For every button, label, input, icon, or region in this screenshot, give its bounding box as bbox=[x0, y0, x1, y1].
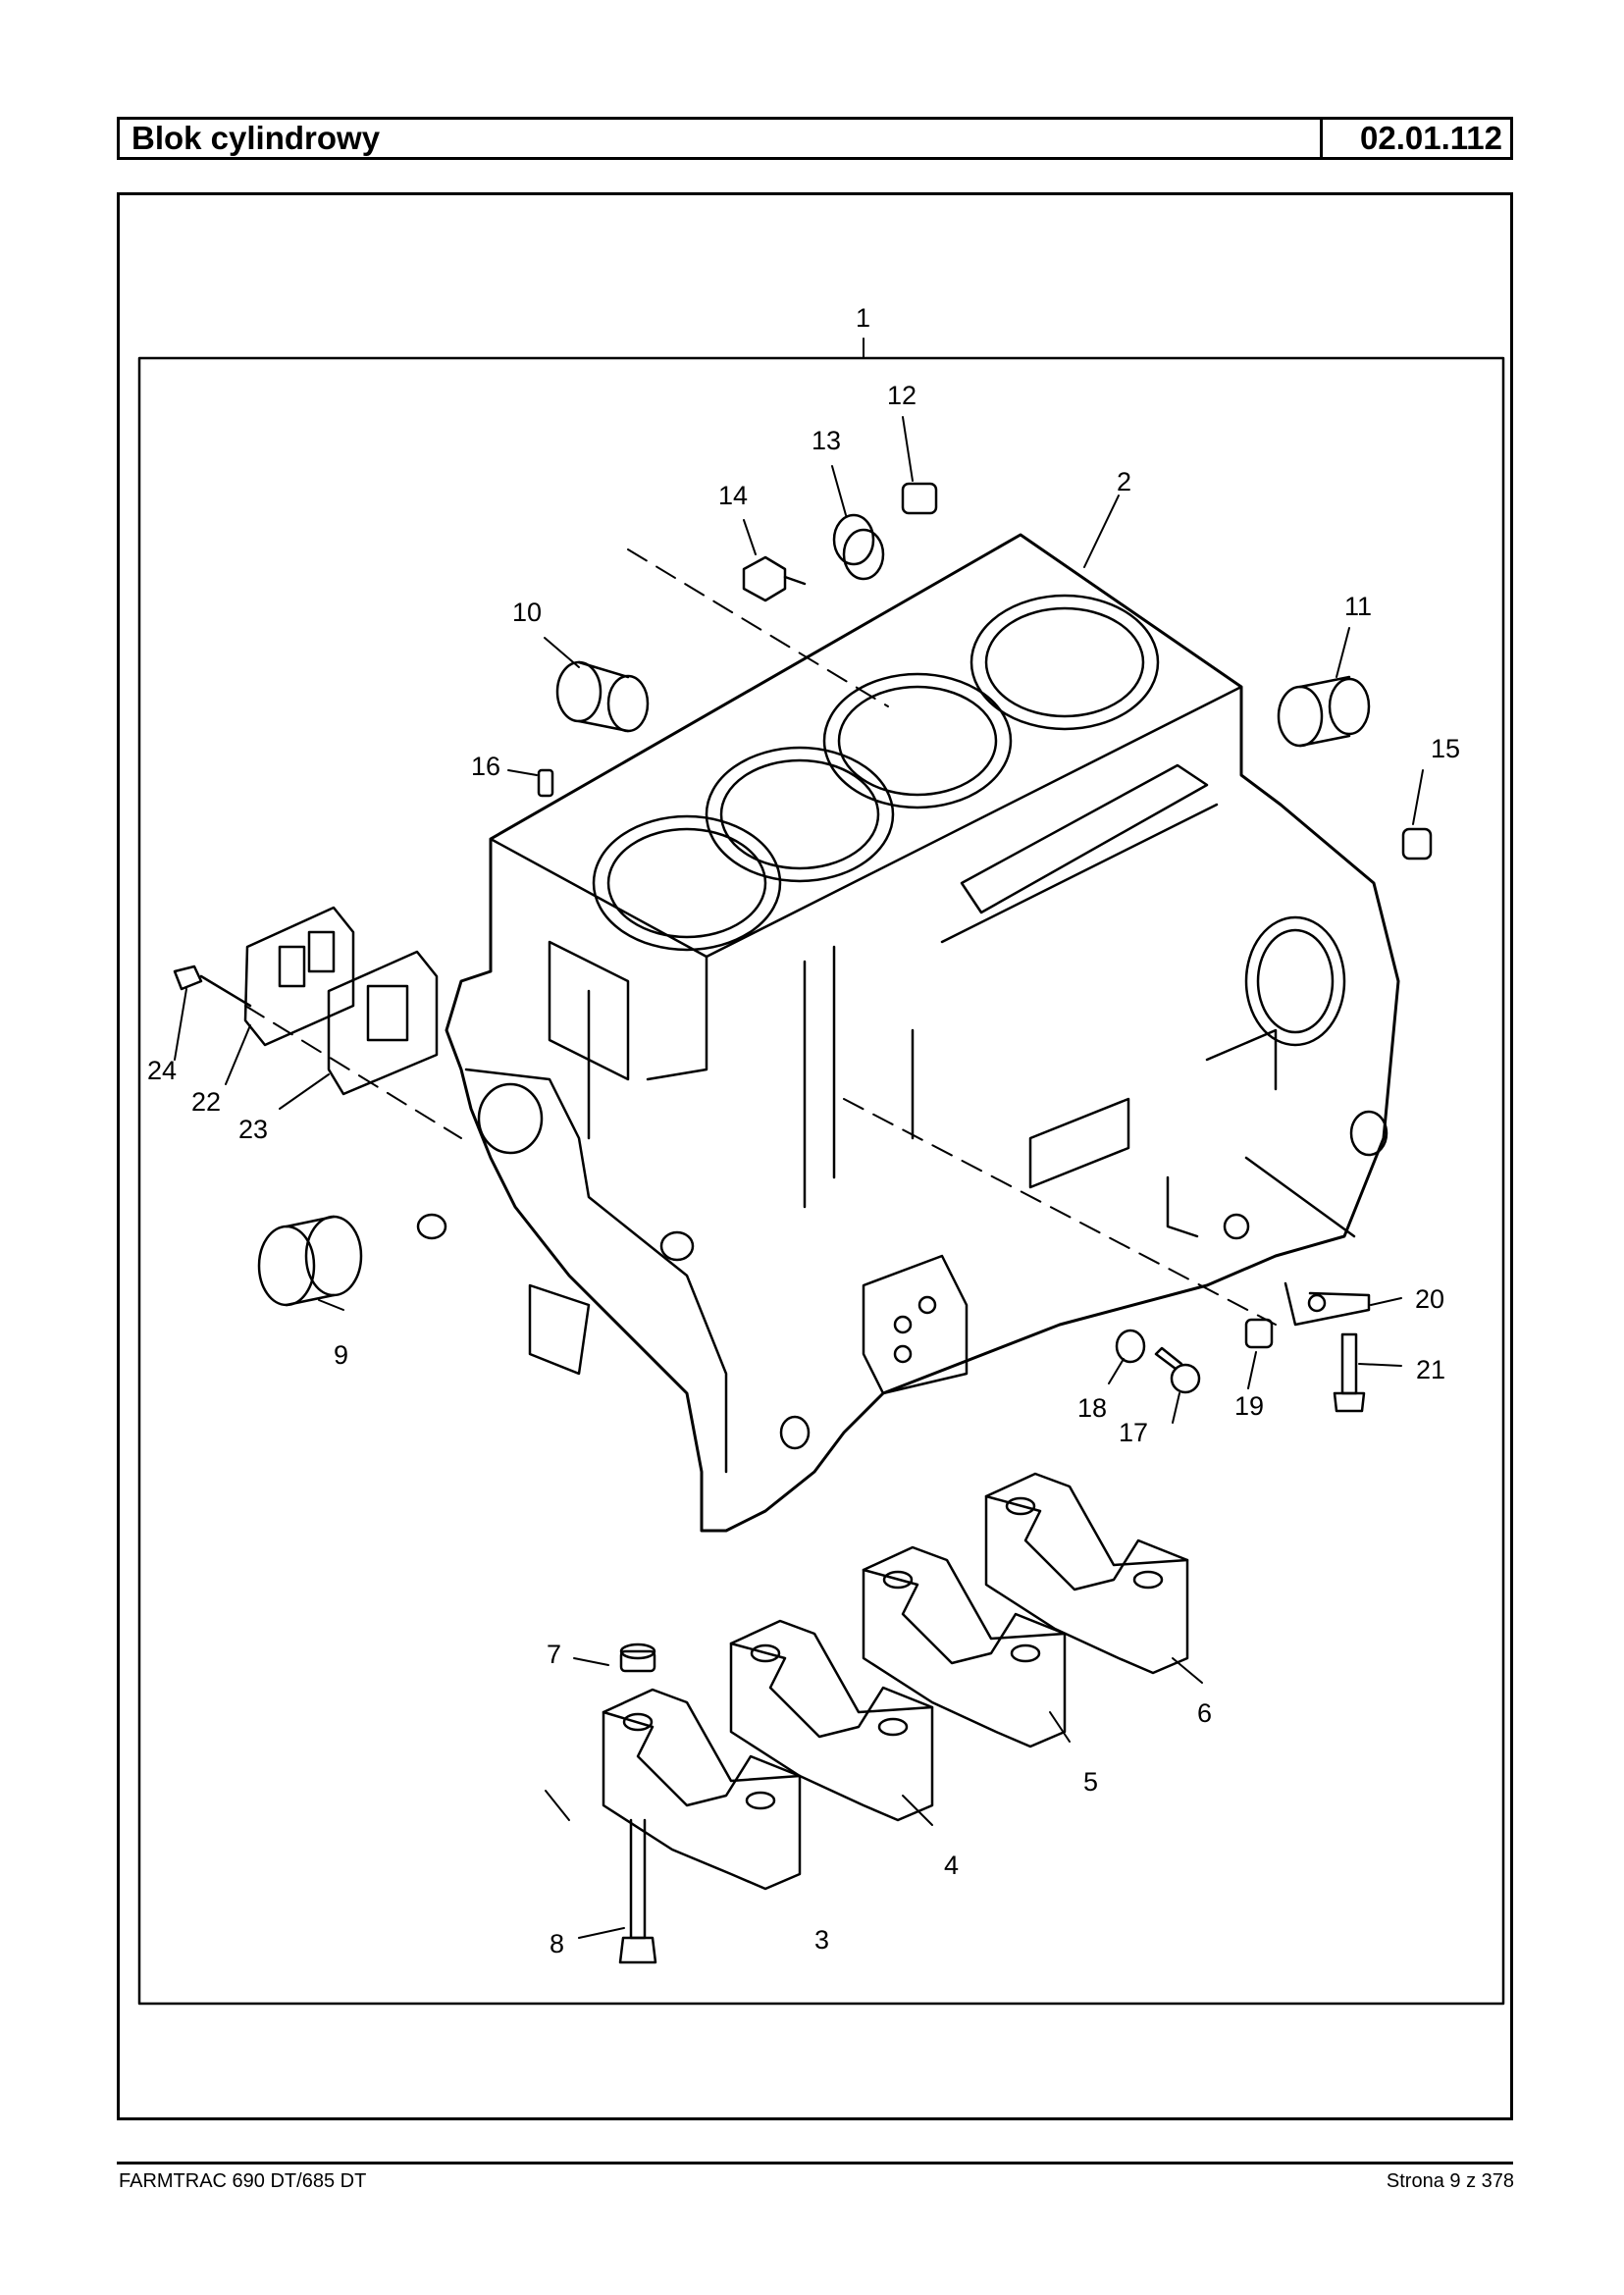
cover-23 bbox=[327, 950, 439, 1096]
footer-rule bbox=[117, 2162, 1513, 2165]
bearing-cap-6 bbox=[984, 1472, 1189, 1675]
callout-8: 8 bbox=[550, 1929, 564, 1958]
callout-4: 4 bbox=[944, 1851, 959, 1880]
bearing-cap-4 bbox=[729, 1619, 934, 1822]
plug-14 bbox=[742, 555, 807, 602]
bearing-cap-3 bbox=[602, 1688, 802, 1891]
callout-11: 11 bbox=[1344, 592, 1372, 621]
callout-3: 3 bbox=[814, 1925, 829, 1955]
callout-12: 12 bbox=[887, 381, 917, 410]
assembly-frame bbox=[137, 356, 1505, 2006]
bearing-cap-5 bbox=[862, 1545, 1067, 1748]
callout-20: 20 bbox=[1415, 1284, 1444, 1314]
callout-7: 7 bbox=[547, 1640, 561, 1669]
callout-numbers: 1 2 3 4 5 6 7 8 9 10 11 12 13 14 15 16 1… bbox=[147, 303, 1460, 1958]
callout-5: 5 bbox=[1083, 1767, 1098, 1797]
callout-9: 9 bbox=[334, 1340, 348, 1370]
pin-16 bbox=[537, 768, 554, 798]
bolt-24 bbox=[173, 965, 252, 1008]
page-title: Blok cylindrowy bbox=[131, 120, 381, 156]
bracket-20 bbox=[1283, 1281, 1371, 1327]
callout-14: 14 bbox=[718, 481, 748, 510]
callout-15: 15 bbox=[1431, 734, 1460, 763]
drawing-frame bbox=[117, 192, 1513, 2120]
callout-13: 13 bbox=[812, 426, 841, 455]
footer-page-number: Strona 9 z 378 bbox=[1386, 2170, 1514, 2192]
callout-10: 10 bbox=[512, 598, 542, 627]
plug-19 bbox=[1244, 1318, 1274, 1349]
callout-6: 6 bbox=[1197, 1698, 1212, 1728]
callout-1: 1 bbox=[856, 303, 870, 333]
bushing-9 bbox=[257, 1215, 363, 1307]
washer-18 bbox=[1115, 1329, 1146, 1364]
callout-18: 18 bbox=[1077, 1393, 1107, 1423]
plug-12 bbox=[901, 482, 938, 515]
plug-15 bbox=[1401, 827, 1433, 861]
bolt-8 bbox=[618, 1818, 657, 1964]
page-header: Blok cylindrowy 02.01.112 bbox=[117, 117, 1513, 160]
callout-19: 19 bbox=[1234, 1391, 1264, 1421]
plug-7 bbox=[619, 1643, 656, 1673]
plug-13 bbox=[832, 513, 885, 581]
callout-17: 17 bbox=[1119, 1418, 1148, 1447]
callout-24: 24 bbox=[147, 1056, 177, 1085]
engine-block bbox=[416, 533, 1400, 1533]
plug-11 bbox=[1277, 675, 1371, 748]
callout-23: 23 bbox=[238, 1115, 268, 1144]
gasket-22 bbox=[243, 906, 355, 1047]
footer-model: FARMTRAC 690 DT/685 DT bbox=[119, 2170, 367, 2192]
callout-2: 2 bbox=[1117, 467, 1131, 496]
section-code: 02.01.112 bbox=[1320, 120, 1510, 157]
callout-16: 16 bbox=[471, 752, 500, 781]
bolt-21 bbox=[1333, 1332, 1366, 1413]
plug-17 bbox=[1154, 1346, 1201, 1394]
callout-21: 21 bbox=[1416, 1355, 1445, 1384]
callout-22: 22 bbox=[191, 1087, 221, 1117]
plug-10 bbox=[555, 660, 650, 733]
